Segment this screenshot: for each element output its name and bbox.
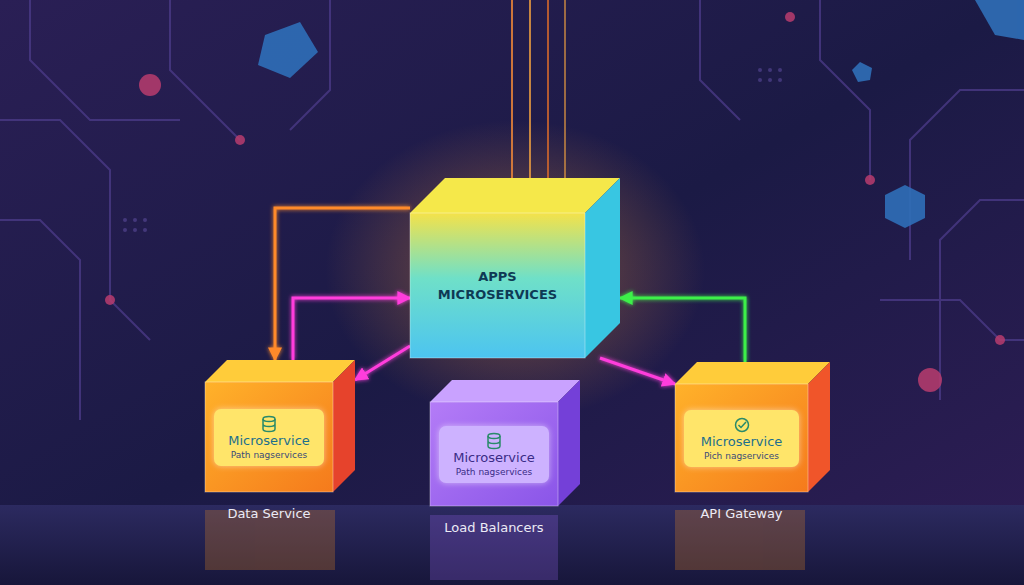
cube-front: MicroservicePath nagservices (205, 382, 333, 492)
cube-top (430, 380, 580, 402)
service-subtitle: Pich nagservices (704, 451, 779, 461)
service-label: API Gateway (700, 506, 782, 521)
service-subtitle: Path nagservices (456, 467, 533, 477)
connector-arrow (293, 298, 410, 360)
cube-face (430, 402, 558, 506)
service-cube: MicroservicePich nagservicesAPI Gateway (675, 362, 830, 492)
cube-front: MicroservicePich nagservices (675, 384, 808, 492)
connector-arrow (355, 434, 430, 437)
connector-arrow (620, 298, 745, 362)
gear-icon (732, 416, 752, 434)
connector-arrow (580, 434, 675, 437)
app-cube: APPS MICROSERVICES (410, 178, 620, 358)
service-cube: MicroservicePath nagservicesData Service (205, 360, 355, 492)
service-subtitle: Path nagservices (231, 450, 308, 460)
service-panel: MicroservicePath nagservices (214, 409, 324, 466)
connector-arrow (275, 208, 410, 360)
cube-face (675, 384, 808, 492)
cube-side (585, 178, 620, 358)
cube-title: APPS MICROSERVICES (428, 268, 568, 303)
cube-top (410, 178, 620, 213)
cube-face (410, 213, 585, 358)
service-label: Load Balancers (444, 520, 543, 535)
cube-front: APPS MICROSERVICES (410, 213, 585, 358)
service-title: Microservice (453, 450, 535, 465)
connector-arrow (493, 358, 496, 380)
service-title: Microservice (701, 434, 783, 449)
service-label: Data Service (227, 506, 310, 521)
cube-side (558, 380, 580, 506)
service-title: Microservice (228, 433, 310, 448)
cube-side (808, 362, 830, 492)
cube-front: MicroservicePath nagservices (430, 402, 558, 506)
service-cube: MicroservicePath nagservicesLoad Balance… (430, 380, 580, 506)
service-panel: MicroservicePich nagservices (684, 410, 799, 467)
cube-face (205, 382, 333, 492)
connector-arrow (600, 358, 675, 384)
connector-arrow (355, 346, 410, 380)
cube-faces (410, 178, 620, 358)
service-panel: MicroservicePath nagservices (439, 426, 549, 483)
database-icon (259, 415, 279, 433)
database-icon (484, 432, 504, 450)
cube-side (333, 360, 355, 492)
cube-top (675, 362, 830, 384)
cube-top (205, 360, 355, 382)
